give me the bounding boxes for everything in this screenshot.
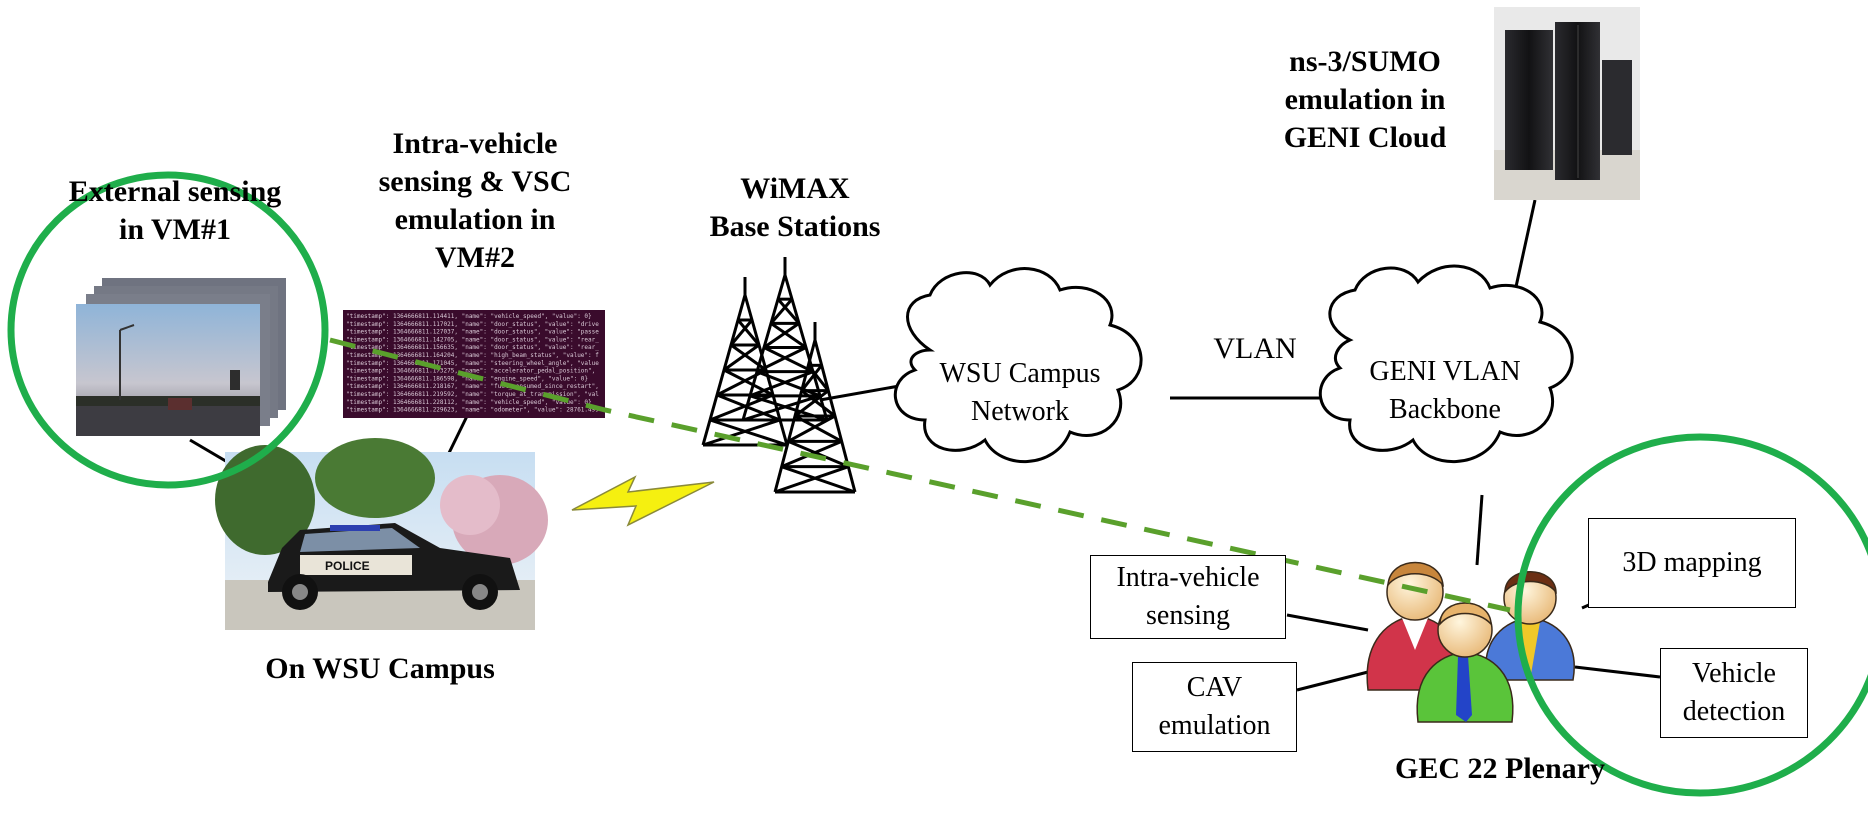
terminal-line: "timestamp": 1364666811.186598, "name": … — [346, 375, 588, 382]
ns3-line-2: emulation in — [1284, 83, 1446, 116]
mapping-box: 3D mapping — [1588, 518, 1796, 608]
vehicle-detection-box: Vehicle detection — [1660, 648, 1808, 738]
terminal-line: "timestamp": 1364666811.229623, "name": … — [346, 407, 599, 414]
cav-box-line-2: emulation — [1158, 710, 1271, 741]
vehicle-box-line-2: detection — [1682, 696, 1786, 727]
wsu-cloud-label: WSU Campus Network — [920, 355, 1120, 431]
ext-sensing-line-1: External sensing — [68, 175, 282, 208]
link-vehicle-box — [1574, 665, 1661, 679]
ns3-label: ns-3/SUMO emulation in GENI Cloud — [1245, 43, 1485, 157]
police-car-text: POLICE — [325, 559, 370, 573]
cav-box-line-1: CAV — [1186, 672, 1243, 703]
ext-sensing-label: External sensing in VM#1 — [40, 173, 310, 249]
intra-vsc-line-3: emulation in — [394, 203, 556, 236]
intra-vehicle-box: Intra-vehicle sensing — [1090, 555, 1286, 639]
wsu-cloud-line-2: Network — [971, 396, 1069, 427]
intra-vsc-line-1: Intra-vehicle — [392, 127, 558, 160]
intra-box-line-2: sensing — [1146, 600, 1230, 631]
geni-cloud-line-1: GENI VLAN — [1369, 356, 1521, 387]
intra-vsc-label: Intra-vehicle sensing & VSC emulation in… — [330, 125, 620, 277]
highlight-circle-plenary — [1514, 433, 1868, 797]
cav-emulation-box: CAV emulation — [1132, 662, 1297, 752]
terminal-line: "timestamp": 1364666811.117021, "name": … — [346, 321, 599, 328]
cloud-icon — [893, 267, 1143, 463]
terminal-line: "timestamp": 1364666811.142705, "name": … — [346, 336, 599, 343]
people-group-icon — [1366, 561, 1575, 723]
vehicle-box-line-1: Vehicle — [1692, 658, 1776, 689]
wsu-cloud-line-1: WSU Campus — [939, 358, 1101, 389]
geni-cloud-label: GENI VLAN Backbone — [1345, 353, 1545, 429]
cloud-icon — [1318, 264, 1574, 463]
ns3-line-3: GENI Cloud — [1283, 121, 1447, 154]
intra-vsc-line-2: sensing & VSC — [378, 165, 572, 198]
link-tower-wsu — [819, 383, 906, 402]
plenary-label: GEC 22 Plenary — [1395, 752, 1605, 785]
ext-sensing-line-2: in VM#1 — [119, 213, 231, 246]
lightning-icon — [571, 475, 715, 527]
wimax-line-2: Base Stations — [709, 210, 881, 243]
vlan-label: VLAN — [1213, 332, 1297, 365]
ns3-line-1: ns-3/SUMO — [1289, 45, 1441, 78]
lattice-tower — [773, 322, 857, 494]
terminal-line: "timestamp": 1364666811.173275, "name": … — [346, 368, 595, 375]
intra-vsc-line-4: VM#2 — [435, 241, 515, 274]
terminal-line: "timestamp": 1364666811.218167, "name": … — [346, 383, 599, 390]
link-intra-box — [1286, 613, 1369, 632]
wsu-cloud-shape — [893, 267, 1143, 463]
police-car-icon: POLICE — [215, 438, 548, 630]
terminal-line: "timestamp": 1364666811.228112, "name": … — [346, 399, 592, 406]
terminal-line: "timestamp": 1364666811.127037, "name": … — [346, 329, 599, 336]
wimax-label: WiMAX Base Stations — [680, 170, 910, 246]
terminal-line: "timestamp": 1364666811.171045, "name": … — [346, 360, 599, 367]
tower-icon — [701, 257, 857, 494]
terminal-line: "timestamp": 1364666811.219592, "name": … — [346, 391, 599, 398]
server-rack-icon — [1494, 7, 1640, 200]
geni-cloud-shape — [1318, 264, 1574, 463]
wimax-line-1: WiMAX — [740, 172, 850, 205]
terminal-line: "timestamp": 1364666811.164204, "name": … — [346, 352, 599, 359]
lattice-tower — [701, 277, 789, 447]
terminal-line: "timestamp": 1364666811.156635, "name": … — [346, 344, 599, 351]
link-geni-plenary — [1475, 494, 1484, 566]
link-cav-box — [1296, 670, 1369, 692]
campus-label: On WSU Campus — [265, 652, 495, 685]
intra-box-line-1: Intra-vehicle — [1116, 562, 1260, 593]
geni-cloud-line-2: Backbone — [1389, 394, 1501, 425]
camera-frame-icon — [76, 278, 286, 436]
highlight-circle-vm1 — [7, 171, 329, 489]
dashed-data-link — [329, 337, 1511, 613]
terminal-line: "timestamp": 1364666811.114411, "name": … — [346, 313, 592, 320]
